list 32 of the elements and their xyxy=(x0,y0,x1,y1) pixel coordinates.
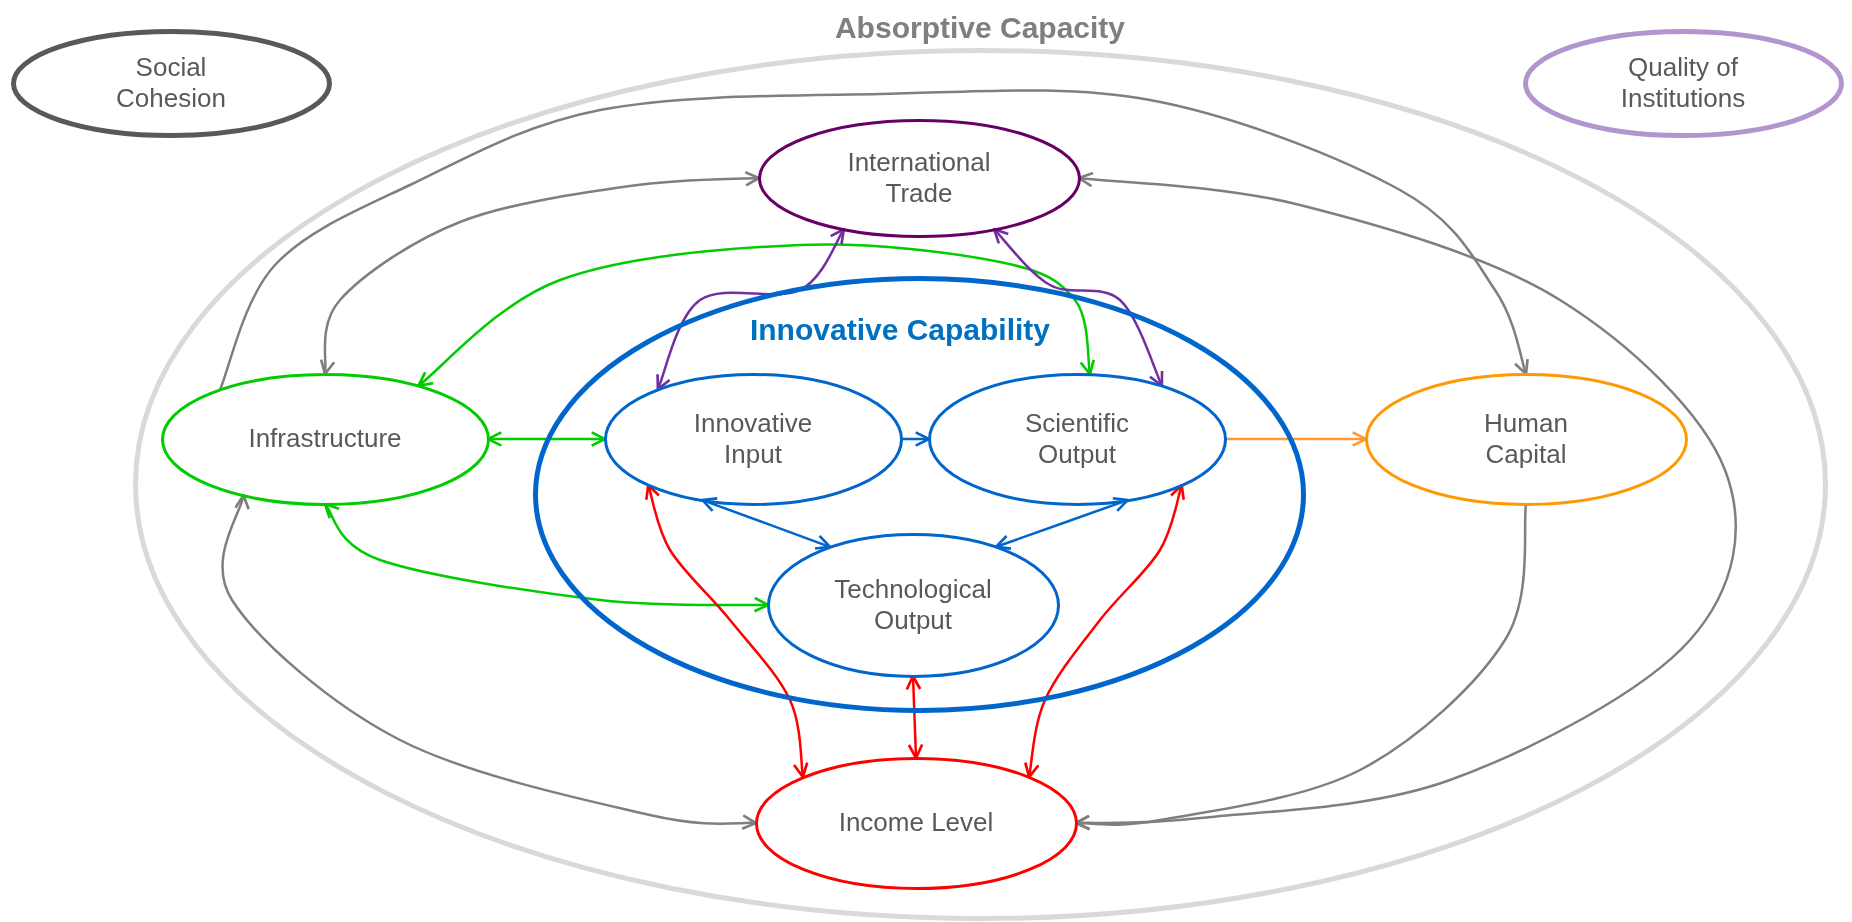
group-heading: Innovative Capability xyxy=(749,312,1051,348)
ellipse-node xyxy=(160,372,490,506)
arrow xyxy=(644,483,810,779)
ellipse-node xyxy=(754,756,1078,890)
ellipse-node xyxy=(766,532,1060,678)
arrow xyxy=(994,496,1129,550)
ellipse-node xyxy=(1522,28,1844,138)
node-label: Income Level xyxy=(837,807,995,839)
arrow xyxy=(901,431,931,447)
arrow xyxy=(655,227,846,391)
arrow xyxy=(219,89,1530,390)
group-ellipse xyxy=(532,275,1306,713)
node-label: Innovative Input xyxy=(692,407,814,471)
ellipse-node xyxy=(10,28,332,138)
node-label: Social Cohesion xyxy=(115,51,227,115)
arrow xyxy=(417,243,1096,388)
arrow xyxy=(992,227,1164,388)
node-label: Human Capital xyxy=(1483,407,1569,471)
ellipse-node xyxy=(603,372,903,506)
node-label: Quality of Institutions xyxy=(1619,51,1747,115)
ellipse-node xyxy=(757,118,1081,238)
ellipse-node xyxy=(927,372,1227,506)
arrow xyxy=(701,497,832,550)
arrow xyxy=(1225,431,1368,447)
node-label: Infrastructure xyxy=(247,423,403,455)
ellipse-node xyxy=(1364,372,1688,506)
group-heading: Absorptive Capacity xyxy=(834,10,1126,46)
arrow xyxy=(221,493,758,831)
node-label: International Trade xyxy=(846,146,992,210)
node-label: Technological Output xyxy=(833,573,993,637)
node-label: Scientific Output xyxy=(1023,407,1130,471)
arrow xyxy=(318,170,761,376)
